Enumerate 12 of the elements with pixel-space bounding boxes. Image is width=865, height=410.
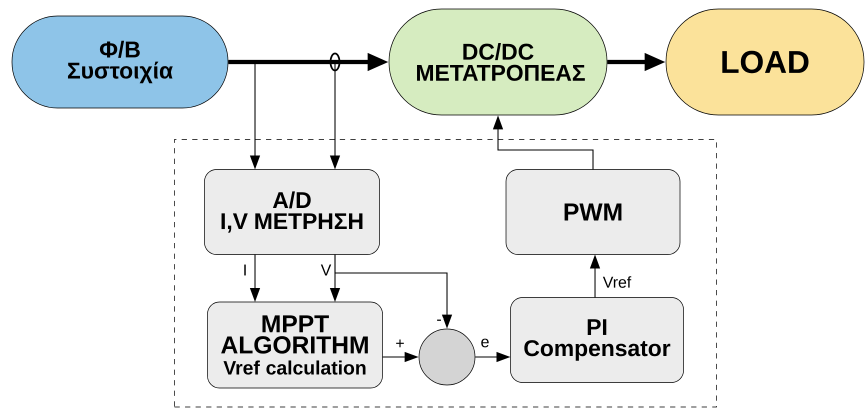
edge-label: Vref: [601, 274, 633, 290]
process-box: MPPT ALGORITHM Vref calculation: [207, 302, 383, 388]
process-box: A/D I,V ΜΕΤΡΗΣΗ: [204, 169, 380, 255]
process-box: PI Compensator: [510, 297, 684, 383]
edge-label: -: [434, 318, 444, 326]
edge-label: +: [394, 338, 406, 350]
summing-junction: [418, 328, 476, 386]
process-box: PWM: [506, 169, 680, 255]
edge-label: I: [241, 262, 249, 278]
edge-label: V: [318, 262, 334, 278]
edge-label: e: [478, 336, 492, 350]
control-frame: [174, 139, 717, 408]
